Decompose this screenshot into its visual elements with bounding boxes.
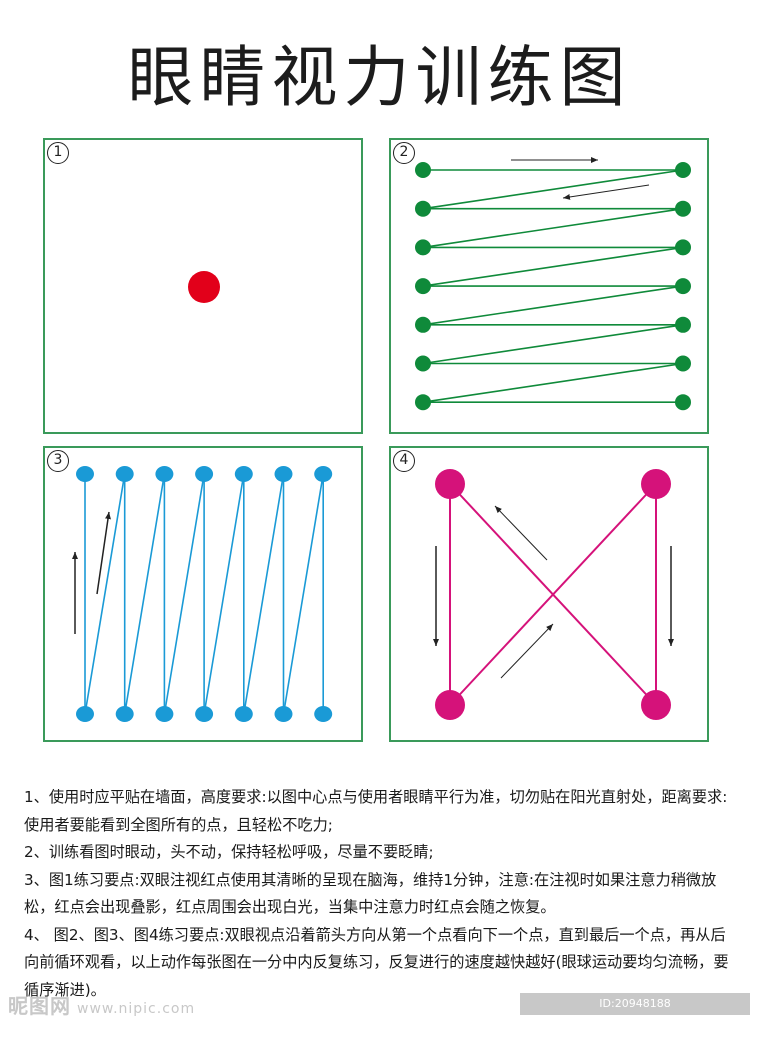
arrow-left bbox=[562, 184, 650, 200]
green-dot bbox=[415, 278, 431, 295]
green-dot bbox=[415, 162, 431, 178]
green-dot bbox=[675, 278, 691, 295]
watermark-url: www.nipic.com bbox=[77, 1001, 196, 1017]
page-title: 眼睛视力训练图 bbox=[127, 39, 632, 116]
green-dot bbox=[675, 200, 691, 217]
instructions: 1、使用时应平贴在墙面，高度要求:以图中心点与使用者眼睛平行为准，切勿贴在阳光直… bbox=[24, 784, 736, 1004]
path-line bbox=[422, 207, 684, 249]
panel-3-figure bbox=[72, 466, 333, 722]
green-dot bbox=[675, 394, 691, 411]
path-line bbox=[203, 473, 245, 715]
path-line bbox=[163, 473, 205, 715]
blue-dot bbox=[314, 466, 333, 482]
green-dot bbox=[415, 200, 431, 217]
blue-dot bbox=[76, 706, 94, 722]
blue-dot bbox=[76, 466, 94, 482]
watermark-brand: 昵图网 bbox=[8, 994, 71, 1018]
magenta-dot bbox=[435, 690, 465, 720]
path-line bbox=[422, 362, 684, 403]
magenta-dot bbox=[641, 469, 671, 499]
blue-dot bbox=[234, 466, 253, 482]
green-dot bbox=[415, 239, 431, 256]
path-line bbox=[84, 473, 126, 715]
blue-dot bbox=[274, 466, 293, 482]
green-dot bbox=[415, 394, 431, 411]
path-line bbox=[243, 473, 285, 715]
arrow-up-diagonal bbox=[96, 511, 111, 595]
path-line bbox=[123, 473, 166, 715]
green-dot bbox=[675, 355, 691, 372]
watermark-logo: 昵图网 www.nipic.com bbox=[8, 990, 195, 1019]
instruction-1: 1、使用时应平贴在墙面，高度要求:以图中心点与使用者眼睛平行为准，切勿贴在阳光直… bbox=[24, 788, 728, 834]
panel-4-figure bbox=[433, 469, 674, 720]
path-line bbox=[422, 285, 684, 326]
blue-dot bbox=[195, 466, 214, 482]
green-dot bbox=[415, 316, 431, 333]
blue-dot bbox=[195, 706, 214, 722]
path-line bbox=[422, 169, 684, 210]
green-dot bbox=[675, 316, 691, 333]
magenta-dot bbox=[435, 469, 465, 499]
panel-number-1: 1 bbox=[47, 142, 69, 164]
blue-dot bbox=[115, 706, 134, 722]
watermark-id: ID:20948188 NO:20221016184109581105 bbox=[520, 993, 750, 1032]
panel-1-figure bbox=[188, 271, 220, 303]
panel-2-figure bbox=[415, 157, 691, 411]
path-line bbox=[282, 473, 324, 715]
path-line bbox=[422, 324, 684, 365]
panel-1: 1 bbox=[43, 138, 363, 434]
instruction-3: 3、图1练习要点:双眼注视红点使用其清晰的呈现在脑海，维持1分钟，注意:在注视时… bbox=[24, 870, 717, 917]
red-dot bbox=[188, 271, 220, 303]
blue-dot bbox=[234, 706, 253, 722]
arrow-up-left bbox=[494, 505, 548, 561]
green-dot bbox=[675, 239, 691, 256]
path-line bbox=[422, 246, 684, 287]
arrow-up-right bbox=[500, 623, 554, 679]
magenta-dot bbox=[641, 690, 671, 720]
green-dot bbox=[675, 162, 691, 178]
blue-dot bbox=[274, 706, 293, 722]
panel-number-2: 2 bbox=[393, 142, 415, 164]
panel-2: 2 bbox=[389, 138, 709, 434]
blue-dot bbox=[155, 706, 174, 722]
panel-number-3: 3 bbox=[47, 450, 69, 472]
blue-dot bbox=[115, 466, 134, 482]
path-line bbox=[449, 483, 657, 706]
panel-4: 4 bbox=[389, 446, 709, 742]
instruction-2: 2、训练看图时眼动，头不动，保持轻松呼吸，尽量不要眨睛; bbox=[24, 843, 434, 861]
panel-number-4: 4 bbox=[393, 450, 415, 472]
instruction-4: 4、 图2、图3、图4练习要点:双眼视点沿着箭头方向从第一个点看向下一个点，直到… bbox=[24, 925, 729, 999]
blue-dot bbox=[155, 466, 174, 482]
blue-dot bbox=[314, 706, 333, 722]
green-dot bbox=[415, 355, 431, 372]
panel-3: 3 bbox=[43, 446, 363, 742]
